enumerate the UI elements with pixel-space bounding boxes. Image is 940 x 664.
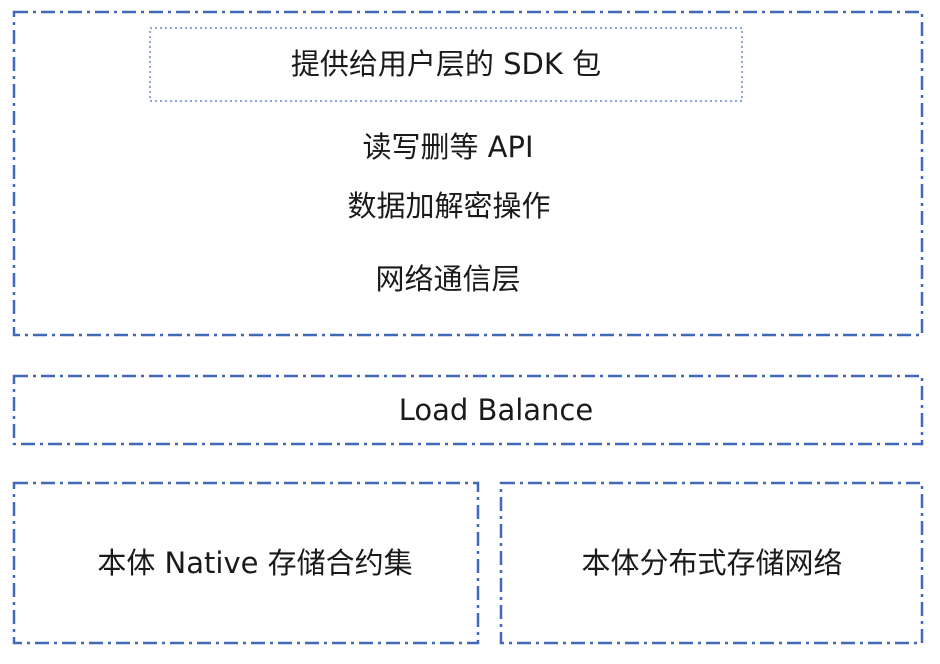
sdk-layer-frame bbox=[12, 10, 924, 337]
distributed-storage-network-label: 本体分布式存储网络 bbox=[581, 546, 843, 580]
sdk-package-label: 提供给用户层的 SDK 包 bbox=[290, 47, 602, 81]
native-storage-contracts-label: 本体 Native 存储合约集 bbox=[97, 546, 413, 580]
api-item-label: 读写删等 API bbox=[362, 130, 534, 164]
network-layer-item-label: 网络通信层 bbox=[375, 262, 521, 296]
distributed-storage-network-frame bbox=[499, 481, 924, 645]
load-balance-frame bbox=[12, 374, 924, 446]
load-balance-label: Load Balance bbox=[398, 393, 594, 427]
native-storage-contracts-frame bbox=[12, 481, 480, 645]
encryption-item-label: 数据加解密操作 bbox=[347, 189, 551, 223]
sdk-package-box bbox=[149, 27, 743, 102]
